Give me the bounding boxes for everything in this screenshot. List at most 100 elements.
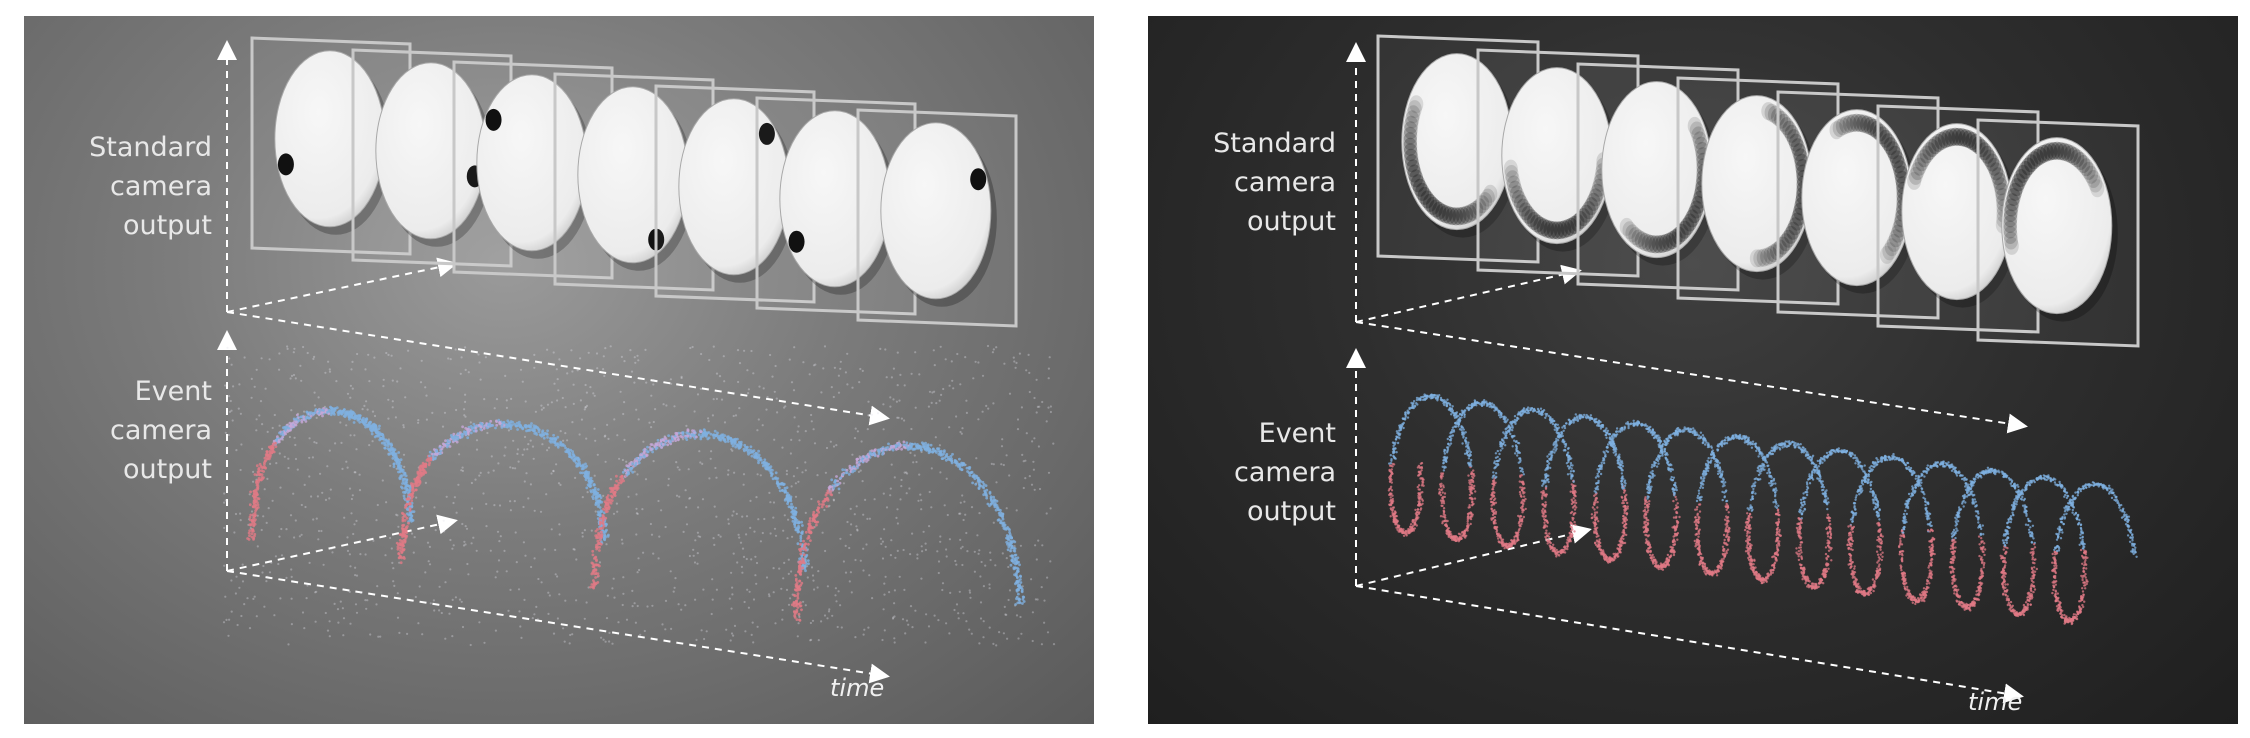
- event-point: [562, 627, 565, 630]
- event-point: [1016, 566, 1019, 570]
- blurred-dot-trace: [1648, 235, 1663, 254]
- event-point: [533, 429, 536, 433]
- event-point: [573, 458, 576, 462]
- event-point: [707, 417, 710, 420]
- event-point: [478, 621, 481, 624]
- event-point: [645, 381, 648, 384]
- event-point: [738, 536, 741, 539]
- blurred-dot-trace: [1423, 193, 1437, 212]
- event-point: [603, 435, 606, 438]
- event-point: [298, 535, 301, 538]
- event-point: [870, 413, 874, 416]
- blurred-dot-trace: [1405, 154, 1419, 173]
- event-point: [812, 579, 815, 582]
- event-point: [509, 500, 512, 503]
- event-point: [287, 466, 290, 470]
- event-point: [955, 603, 959, 606]
- event-point: [342, 634, 345, 637]
- event-point: [772, 516, 775, 519]
- event-point: [790, 570, 793, 573]
- event-point: [455, 511, 458, 514]
- event-point: [699, 430, 702, 433]
- event-point: [801, 471, 804, 474]
- event-point: [329, 488, 332, 491]
- event-point: [616, 483, 620, 487]
- event-point: [260, 528, 263, 532]
- event-point: [920, 545, 923, 548]
- event-point: [995, 499, 999, 503]
- blurred-dot-trace: [1415, 182, 1430, 201]
- event-point: [916, 446, 920, 449]
- event-point: [514, 424, 518, 428]
- event-point: [231, 419, 234, 422]
- event-point: [679, 434, 683, 438]
- event-point: [262, 515, 265, 518]
- event-point: [1018, 563, 1021, 567]
- event-point: [444, 439, 447, 443]
- event-point: [928, 525, 931, 528]
- event-point: [294, 443, 297, 447]
- event-point: [256, 501, 259, 505]
- event-point: [914, 609, 917, 612]
- event-point: [591, 488, 595, 492]
- event-point: [633, 464, 637, 467]
- blurred-dot-trace: [1478, 192, 1493, 211]
- event-point: [589, 489, 593, 492]
- event-point: [418, 585, 421, 588]
- event-point: [634, 621, 638, 624]
- event-point: [650, 533, 654, 536]
- event-point: [405, 488, 409, 492]
- event-point: [486, 431, 489, 435]
- event-point: [972, 473, 976, 477]
- blurred-dot-trace: [1689, 200, 1704, 219]
- event-point: [391, 406, 394, 409]
- event-point: [260, 357, 263, 360]
- event-point: [677, 603, 680, 606]
- event-point: [561, 396, 564, 400]
- event-point: [1465, 442, 1468, 445]
- event-point: [556, 378, 559, 381]
- event-point: [343, 516, 346, 519]
- event-point: [896, 549, 899, 553]
- event-point: [509, 420, 513, 423]
- event-point: [702, 588, 705, 591]
- event-point: [292, 492, 295, 495]
- event-point: [642, 551, 645, 554]
- event-point: [669, 570, 672, 573]
- event-point: [601, 526, 604, 530]
- event-point: [766, 396, 769, 399]
- event-point: [804, 530, 808, 534]
- event-point: [256, 493, 259, 497]
- event-point: [391, 452, 394, 456]
- event-point: [692, 554, 695, 557]
- event-point: [815, 523, 818, 527]
- event-point: [404, 396, 407, 399]
- blurred-dot-trace: [1779, 117, 1794, 136]
- blurred-dot-trace: [1533, 216, 1548, 235]
- event-point: [697, 433, 701, 437]
- event-point: [398, 561, 401, 564]
- left-diagram: [217, 36, 1056, 684]
- event-point: [1003, 527, 1007, 531]
- blurred-dot-trace: [1764, 103, 1779, 122]
- blurred-dot-trace: [2081, 161, 2096, 180]
- event-point: [454, 348, 457, 351]
- event-point: [799, 539, 803, 543]
- blurred-dot-trace: [1550, 221, 1565, 240]
- event-point: [547, 612, 550, 616]
- event-camera-label: Event camera output: [44, 372, 212, 489]
- event-point: [261, 423, 264, 426]
- event-point: [716, 431, 719, 435]
- event-point: [798, 619, 802, 622]
- blurred-dot-trace: [2033, 146, 2048, 165]
- event-point: [892, 446, 895, 449]
- event-point: [1019, 581, 1023, 584]
- event-point: [285, 576, 288, 580]
- event-point: [794, 611, 798, 614]
- event-point: [635, 533, 638, 536]
- event-point: [890, 376, 894, 379]
- event-point: [503, 549, 506, 553]
- event-point: [939, 453, 943, 456]
- event-point: [635, 507, 638, 510]
- event-point: [618, 457, 621, 460]
